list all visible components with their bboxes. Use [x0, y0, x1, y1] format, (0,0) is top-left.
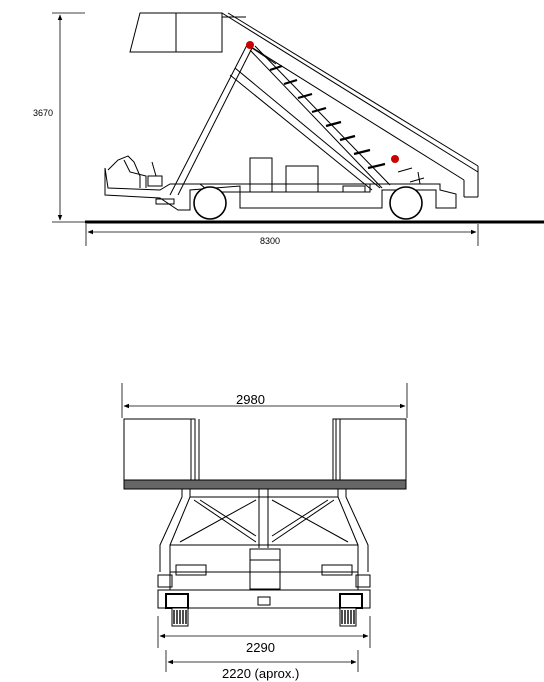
- chassis: [104, 155, 457, 211]
- track-width-label: 2290: [246, 640, 275, 655]
- platform-top: [123, 418, 407, 490]
- side-view: 3670 8300: [33, 12, 544, 246]
- rear-view: 2980: [121, 383, 408, 681]
- upper-marker-dot: [246, 41, 254, 49]
- battery-box: [249, 157, 273, 193]
- chassis-rear: [157, 548, 371, 609]
- platform-width-dimension: 2980: [121, 383, 408, 418]
- stair-steps: [269, 64, 386, 170]
- length-label: 8300: [260, 236, 280, 246]
- stair-flight: [221, 12, 479, 198]
- license-plate-light: [257, 596, 271, 606]
- step-plate: [342, 185, 366, 193]
- support-frame: [159, 489, 369, 572]
- right-rear-wheel: [339, 593, 363, 627]
- support-struts: [169, 44, 381, 196]
- track-width-dimension: 2290: [157, 616, 371, 655]
- tank-box: [285, 165, 319, 193]
- left-rear-wheel: [165, 593, 189, 627]
- lower-marker-dot: [391, 155, 399, 163]
- rear-wheel: [389, 186, 423, 220]
- length-dimension: 8300: [85, 224, 479, 246]
- platform-deck: [123, 479, 407, 490]
- platform-width-label: 2980: [236, 392, 265, 407]
- front-wheel: [193, 186, 227, 220]
- wheel-track-label: 2220 (aprox.): [222, 666, 299, 681]
- height-label: 3670: [33, 108, 53, 118]
- height-dimension: 3670: [33, 12, 85, 223]
- top-platform: [129, 12, 246, 53]
- wheel-track-dimension: 2220 (aprox.): [165, 650, 359, 681]
